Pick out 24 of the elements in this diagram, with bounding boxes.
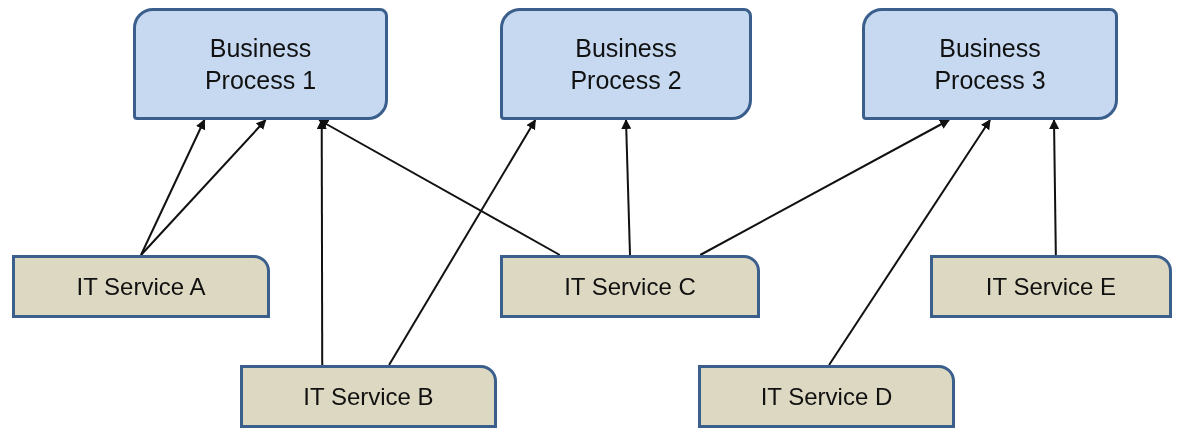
service-box	[12, 255, 270, 318]
service-box	[500, 255, 760, 318]
process-box	[133, 8, 388, 120]
node-label: IT Service A	[76, 271, 206, 302]
node-label: Business Process 1	[203, 32, 318, 96]
node-label: IT Service E	[985, 271, 1117, 302]
process-box	[500, 8, 752, 120]
node-label: Business Process 2	[569, 32, 683, 96]
arrow	[1049, 119, 1060, 256]
service-box	[698, 365, 955, 428]
arrow	[621, 119, 632, 256]
node-label: IT Service B	[303, 381, 434, 412]
arrow	[318, 119, 561, 256]
arrow	[140, 119, 206, 256]
service-box	[930, 255, 1172, 318]
node-label: IT Service C	[564, 271, 696, 302]
node-label: IT Service D	[760, 381, 893, 412]
arrow	[699, 119, 951, 256]
service-box	[240, 365, 497, 428]
process-box	[862, 8, 1118, 120]
node-label: Business Process 3	[933, 32, 1047, 96]
arrow	[140, 119, 267, 256]
arrow	[828, 119, 991, 366]
arrow	[388, 119, 537, 366]
